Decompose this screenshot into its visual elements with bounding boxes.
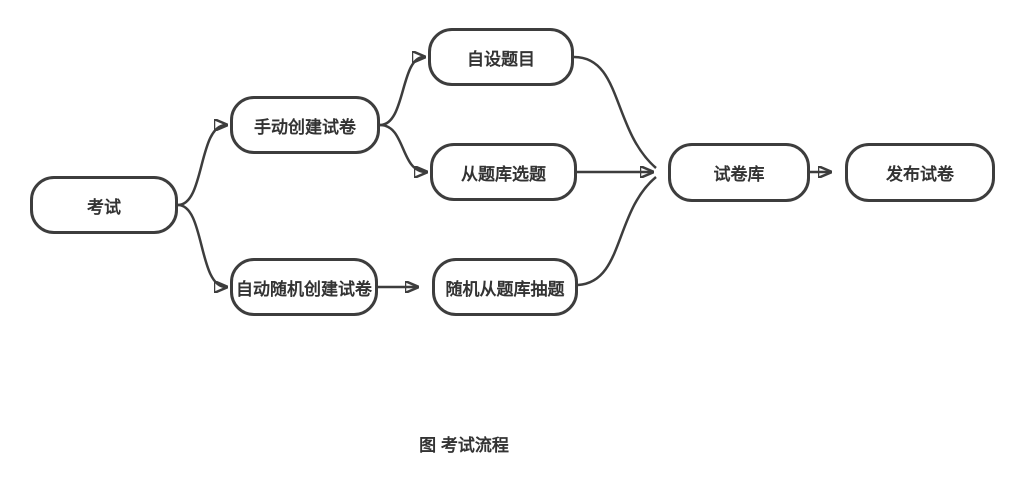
edge-manual-create-to-select-from-bank [379, 123, 426, 172]
node-exam: 考试 [30, 176, 178, 234]
node-exam-label: 考试 [87, 197, 121, 217]
edge-random-draw-to-paper-library [577, 176, 657, 287]
node-publish-paper-label: 发布试卷 [886, 165, 954, 184]
node-auto-random-create-label: 自动随机创建试卷 [236, 279, 372, 299]
node-random-draw-label: 随机从题库抽题 [445, 279, 565, 299]
edge-manual-create-to-self-set [379, 57, 424, 127]
edge-exam-to-manual-create [177, 125, 226, 207]
node-paper-library-label: 试卷库 [713, 165, 765, 184]
node-manual-create-label: 手动创建试卷 [254, 117, 356, 137]
figure-caption: 图 考试流程 [419, 436, 509, 455]
node-manual-create: 手动创建试卷 [230, 96, 380, 154]
edge-self-set-to-paper-library [573, 55, 657, 169]
node-self-set-questions-label: 自设题目 [467, 49, 535, 69]
edge-exam-to-auto-random-create [177, 203, 226, 287]
node-select-from-bank: 从题库选题 [430, 143, 577, 201]
node-random-draw: 随机从题库抽题 [432, 258, 578, 316]
node-paper-library: 试卷库 [668, 143, 810, 202]
node-auto-random-create: 自动随机创建试卷 [230, 258, 378, 316]
node-self-set-questions: 自设题目 [428, 28, 574, 86]
node-publish-paper: 发布试卷 [845, 143, 995, 202]
node-select-from-bank-label: 从题库选题 [461, 164, 546, 184]
